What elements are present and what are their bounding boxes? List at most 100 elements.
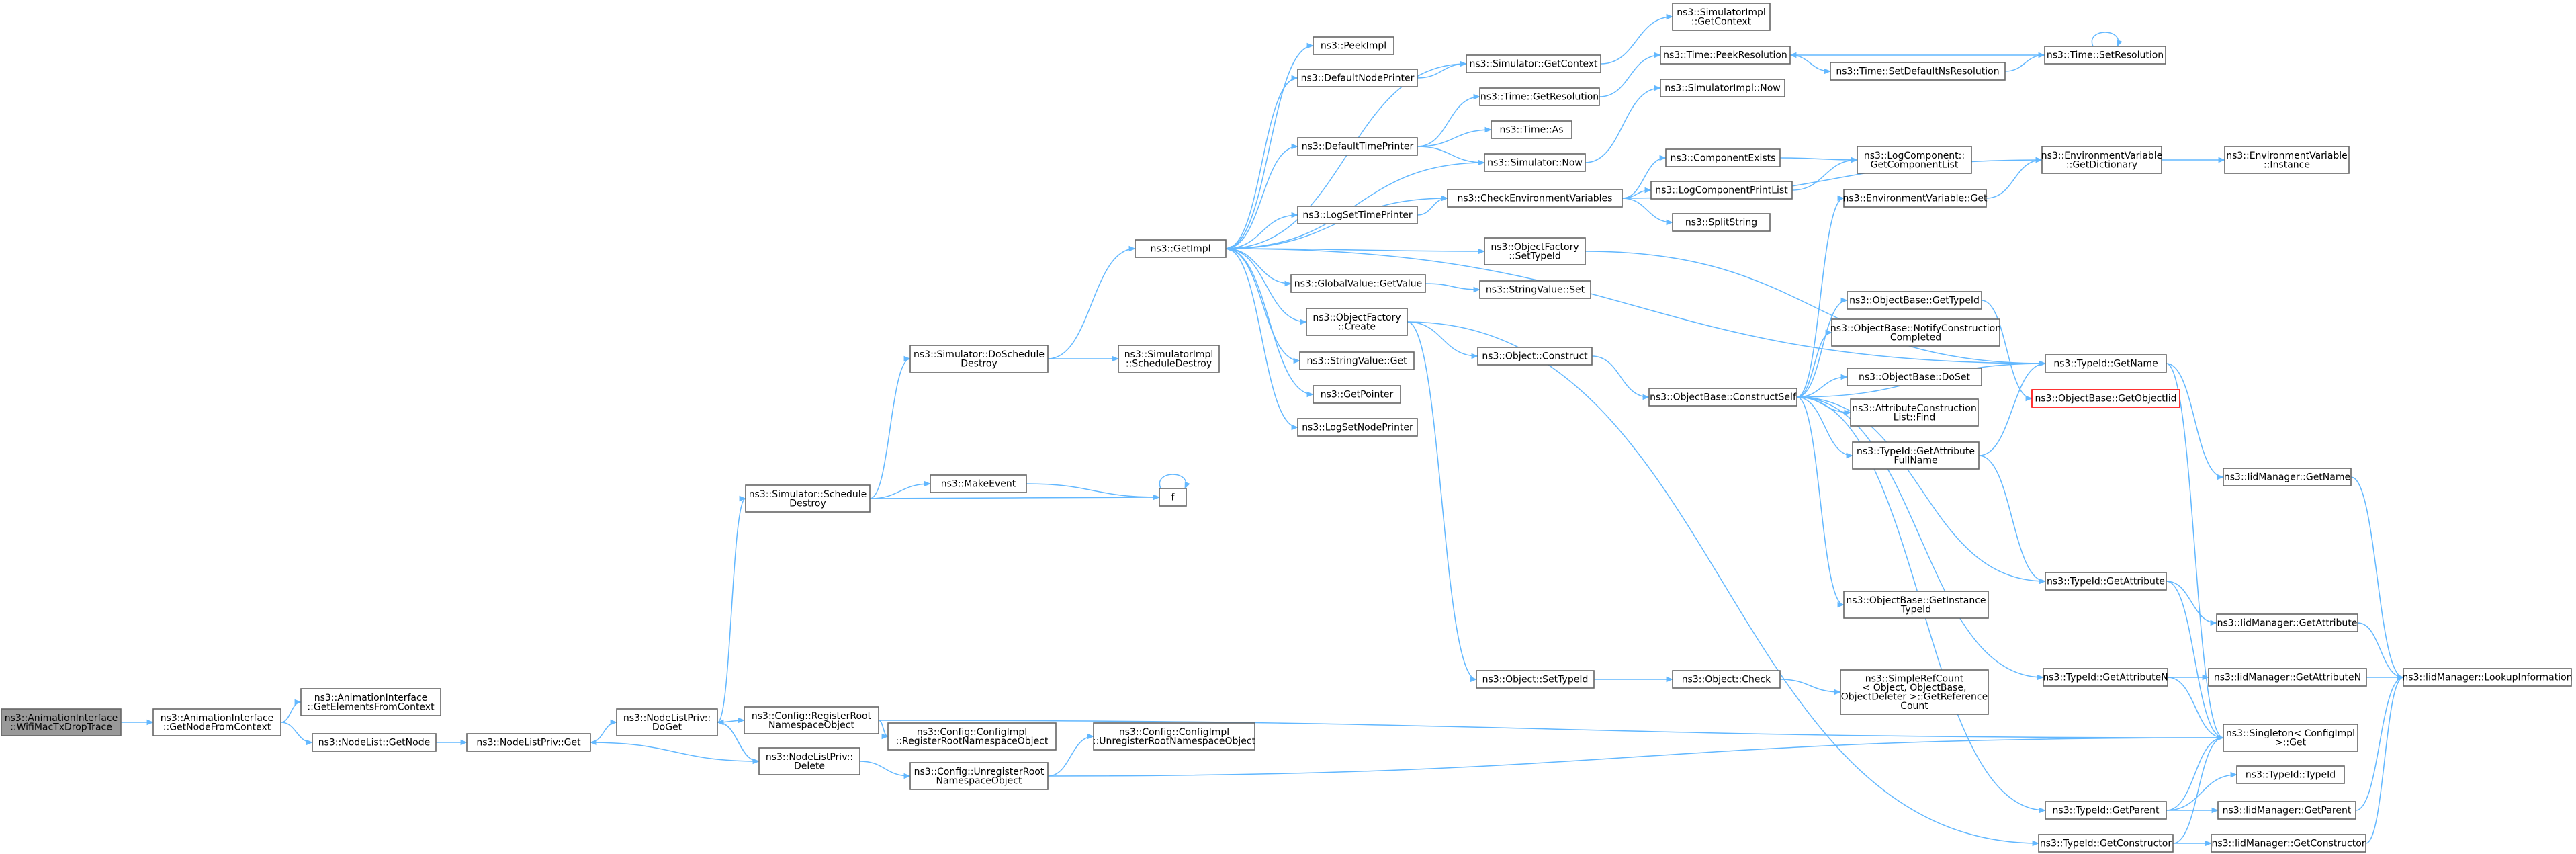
node-simplerefcount[interactable]: ns3::SimpleRefCount< Object, ObjectBase,… (1840, 669, 1989, 715)
node-sim-now[interactable]: ns3::Simulator::Now (1484, 153, 1586, 172)
edge-of-settypeid-to-typeid-getname (1585, 251, 2047, 367)
node-typeid-getparent[interactable]: ns3::TypeId::GetParent (2045, 801, 2167, 820)
node-box (1831, 318, 2000, 347)
node-box (1672, 670, 1781, 689)
node-time-setdefaultnsres[interactable]: ns3::Time::SetDefaultNsResolution (1830, 62, 2006, 81)
node-iidmgr-getparent[interactable]: ns3::IidManager::GetParent (2217, 801, 2356, 820)
node-defaultnodeprinter[interactable]: ns3::DefaultNodePrinter (1297, 69, 1418, 87)
node-box (466, 733, 591, 752)
node-label: ns3::ObjectFactory (1491, 242, 1579, 253)
node-iidmgr-getattributen[interactable]: ns3::IidManager::GetAttributeN (2208, 668, 2367, 687)
node-typeid-getconstructor[interactable]: ns3::TypeId::GetConstructor (2038, 834, 2174, 853)
node-ob-doset[interactable]: ns3::ObjectBase::DoSet (1847, 368, 1982, 386)
node-label: ns3::DefaultNodePrinter (1301, 73, 1415, 84)
node-simimpl-now[interactable]: ns3::SimulatorImpl::Now (1660, 79, 1785, 97)
node-object-construct[interactable]: ns3::Object::Construct (1477, 347, 1593, 366)
node-getnodefromctx[interactable]: ns3::AnimationInterface::GetNodeFromCont… (152, 708, 281, 736)
node-ob-constructself[interactable]: ns3::ObjectBase::ConstructSelf (1648, 388, 1797, 407)
node-box (2216, 613, 2358, 632)
node-label: ns3::ObjectBase::NotifyConstruction (1830, 323, 2001, 334)
node-nlp-doget[interactable]: ns3::NodeListPriv::DoGet (616, 708, 718, 736)
node-iidmgr-getname[interactable]: ns3::IidManager::GetName (2223, 468, 2352, 486)
node-defaulttimeprinter[interactable]: ns3::DefaultTimePrinter (1297, 137, 1418, 156)
node-cfgimpl-register[interactable]: ns3::Config::ConfigImpl::RegisterRootNam… (887, 722, 1057, 751)
node-sv-get[interactable]: ns3::StringValue::Get (1299, 351, 1415, 370)
node-box (2223, 468, 2352, 486)
node-label: ::GetNodeFromContext (163, 722, 271, 732)
edge-ob-constructself-to-envvar-get (1796, 195, 1845, 398)
node-sv-set[interactable]: ns3::StringValue::Set (1479, 280, 1591, 299)
node-label: Destroy (961, 358, 997, 369)
node-simimpl-schedule-destroy[interactable]: ns3::SimulatorImpl::ScheduleDestroy (1118, 345, 1220, 373)
node-splitstring[interactable]: ns3::SplitString (1672, 213, 1771, 232)
node-getelements[interactable]: ns3::AnimationInterface::GetElementsFrom… (300, 688, 441, 716)
node-envvar-instance[interactable]: ns3::EnvironmentVariable::Instance (2224, 146, 2350, 174)
node-of-create[interactable]: ns3::ObjectFactory::Create (1306, 308, 1408, 336)
node-ob-notifyconstruction[interactable]: ns3::ObjectBase::NotifyConstructionCompl… (1830, 318, 2001, 347)
edge-object-construct-to-ob-constructself (1591, 355, 1650, 400)
node-box (1313, 385, 1401, 404)
node-nlp-delete[interactable]: ns3::NodeListPriv::Delete (758, 747, 860, 775)
node-label: ns3::AttributeConstruction (1852, 403, 1976, 414)
node-label: ns3::TypeId::GetAttribute (2047, 577, 2165, 587)
node-ob-getobjectiid[interactable]: ns3::ObjectBase::GetObjectIid (2031, 389, 2180, 408)
node-gv-getvalue[interactable]: ns3::GlobalValue::GetValue (1290, 274, 1426, 293)
node-sim-getcontext[interactable]: ns3::Simulator::GetContext (1466, 54, 1601, 73)
node-cfg-unregister[interactable]: ns3::Config::UnregisterRootNamespaceObje… (909, 762, 1049, 790)
node-checkenvvars[interactable]: ns3::CheckEnvironmentVariables (1447, 189, 1623, 208)
node-envvar-get[interactable]: ns3::EnvironmentVariable::Get (1843, 189, 1988, 208)
node-typeid-typeid[interactable]: ns3::TypeId::TypeId (2236, 765, 2345, 784)
node-time-getresolution[interactable]: ns3::Time::GetResolution (1479, 87, 1600, 106)
node-getimpl[interactable]: ns3::GetImpl (1135, 239, 1227, 258)
node-label: ns3::Time::As (1499, 125, 1563, 136)
edge-typeid-getparent-to-typeid-typeid (2166, 771, 2238, 811)
edge-iidmgr-getname-to-iidmgr-lookupinfo (2350, 476, 2405, 681)
node-componentexists[interactable]: ns3::ComponentExists (1665, 148, 1781, 167)
node-typeid-getattribute[interactable]: ns3::TypeId::GetAttribute (2045, 572, 2167, 591)
node-box (1857, 146, 1972, 174)
node-cfg-register[interactable]: ns3::Config::RegisterRootNamespaceObject (744, 706, 879, 734)
node-root[interactable]: ns3::AnimationInterface::WifiMacTxDropTr… (1, 708, 122, 736)
node-label: ns3::GetImpl (1150, 244, 1210, 255)
node-sim-schedule-destroy[interactable]: ns3::Simulator::ScheduleDestroy (745, 484, 871, 513)
node-logsetnodeprinter[interactable]: ns3::LogSetNodePrinter (1297, 418, 1418, 437)
node-makeevent[interactable]: ns3::MakeEvent (930, 474, 1027, 493)
node-box (1484, 237, 1586, 265)
node-getpointer[interactable]: ns3::GetPointer (1313, 385, 1401, 404)
node-box (1476, 670, 1595, 689)
edge-ob-constructself-to-ob-notifyconstruction (1796, 329, 1833, 398)
node-iidmgr-getconstructor[interactable]: ns3::IidManager::GetConstructor (2211, 834, 2366, 853)
node-box (1313, 36, 1394, 55)
node-logcomponentprintlist[interactable]: ns3::LogComponentPrintList (1650, 181, 1793, 200)
node-label: ns3::EnvironmentVariable::Get (1843, 194, 1988, 204)
node-simimpl-getcontext[interactable]: ns3::SimulatorImpl::GetContext (1672, 3, 1771, 31)
node-nodelist-getnode[interactable]: ns3::NodeList::GetNode (312, 733, 437, 752)
node-cfgimpl-unregister[interactable]: ns3::Config::ConfigImpl::UnregisterRootN… (1093, 722, 1256, 751)
node-object-settypeid[interactable]: ns3::Object::SetTypeId (1476, 670, 1595, 689)
node-time-as[interactable]: ns3::Time::As (1491, 120, 1572, 139)
node-envvar-getdict[interactable]: ns3::EnvironmentVariable::GetDictionary (2041, 146, 2163, 174)
edge-of-create-to-object-settypeid (1407, 321, 1478, 683)
node-of-settypeid[interactable]: ns3::ObjectFactory::SetTypeId (1484, 237, 1586, 265)
node-typeid-getattributen[interactable]: ns3::TypeId::GetAttributeN (2043, 668, 2168, 687)
node-peekimpl[interactable]: ns3::PeekImpl (1313, 36, 1394, 55)
node-time-setresolution[interactable]: ns3::Time::SetResolution (2044, 46, 2166, 65)
node-logsettimeprinter[interactable]: ns3::LogSetTimePrinter (1297, 206, 1418, 224)
node-typeid-getname[interactable]: ns3::TypeId::GetName (2045, 354, 2167, 373)
node-f[interactable]: f (1159, 488, 1187, 507)
node-ob-gettypeid[interactable]: ns3::ObjectBase::GetTypeId (1847, 291, 1982, 310)
node-object-check[interactable]: ns3::Object::Check (1672, 670, 1781, 689)
node-logcomp-getlist[interactable]: ns3::LogComponent::GetComponentList (1857, 146, 1972, 174)
node-iidmgr-getattribute[interactable]: ns3::IidManager::GetAttribute (2216, 613, 2358, 632)
node-label: ns3::Time::SetDefaultNsResolution (1836, 67, 1999, 77)
edge-sim-now-to-getimpl (1225, 162, 1485, 252)
node-singleton-get[interactable]: ns3::Singleton< ConfigImpl >::Get (2223, 724, 2358, 752)
node-time-peekresolution[interactable]: ns3::Time::PeekResolution (1660, 46, 1791, 65)
node-iidmgr-lookupinfo[interactable]: ns3::IidManager::LookupInformation (2402, 668, 2573, 687)
node-label: ::GetElementsFromContext (307, 701, 435, 712)
node-nlp-get[interactable]: ns3::NodeListPriv::Get (466, 733, 591, 752)
